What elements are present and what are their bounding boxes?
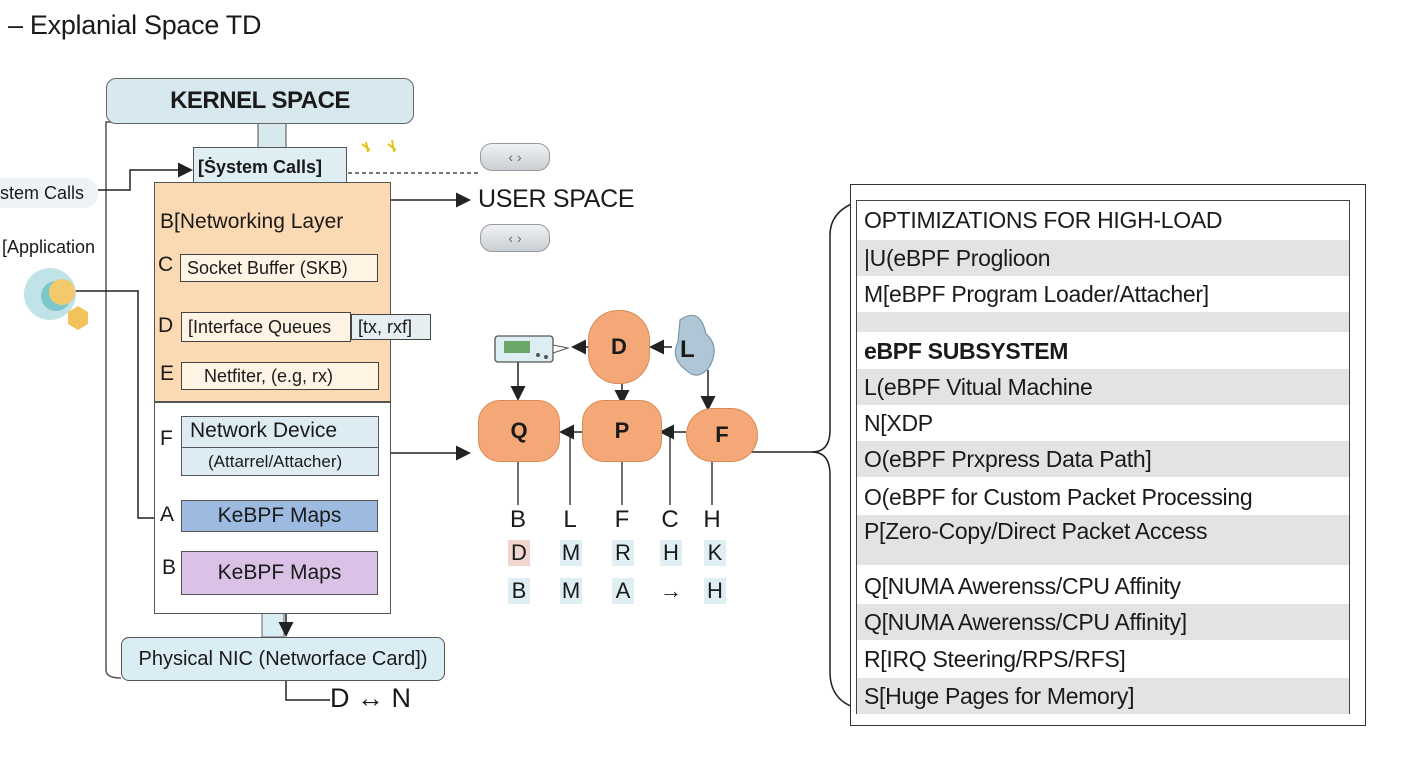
- node-p[interactable]: P: [582, 400, 662, 462]
- node-q[interactable]: Q: [478, 400, 560, 462]
- cell-r2-2: M: [560, 578, 582, 604]
- networking-layer-label: B[Networking Layer: [160, 210, 343, 234]
- chip-icon: [494, 333, 574, 365]
- cell-r1-3: R: [612, 540, 634, 566]
- network-device-box[interactable]: Network Device (Attarrel/Attacher): [181, 416, 379, 476]
- system-calls-label: [Ṡystem Calls]: [198, 157, 323, 177]
- cell-r2-5: H: [704, 578, 726, 604]
- tag-b: B: [162, 556, 177, 579]
- letter-3: F: [614, 506, 630, 533]
- user-space-label: USER SPACE: [478, 185, 635, 213]
- opt-subsystem-heading: eBPF SUBSYSTEM: [864, 337, 1069, 364]
- opt-spacer: [857, 312, 1349, 332]
- opt-row-q1[interactable]: Q[NUMA Awerenss/CPU Affinity: [864, 572, 1181, 599]
- letter-4: C: [661, 506, 679, 533]
- netfilter-box[interactable]: Netfiter, (e.g, rx): [181, 362, 379, 390]
- device-bottom[interactable]: ‹ ›: [480, 224, 550, 252]
- cell-r1-4: H: [660, 540, 682, 566]
- opt-row-n[interactable]: N[XDP: [864, 409, 933, 436]
- opt-row-o2[interactable]: O(eBPF for Custom Packet Processing: [864, 483, 1253, 510]
- interface-queues-box[interactable]: [Interface Queues: [181, 312, 351, 342]
- cell-r1-5: K: [704, 540, 726, 566]
- node-f-label: F: [715, 422, 729, 447]
- socket-buffer-box[interactable]: Socket Buffer (SKB): [180, 254, 378, 282]
- opt-header: OPTIMIZATIONS FOR HIGH-LOAD: [864, 206, 1223, 233]
- opt-row-l[interactable]: L(eBPF Vitual Machine: [857, 369, 1349, 405]
- tx-rx-box[interactable]: [tx, rxf]: [351, 314, 431, 340]
- letter-2: L: [563, 506, 577, 533]
- network-device-sub: (Attarrel/Attacher): [208, 452, 343, 471]
- d-n-label: D ↔ N: [330, 683, 411, 713]
- tag-a: A: [160, 503, 175, 526]
- node-q-label: Q: [510, 418, 528, 443]
- letter-1: B: [509, 506, 526, 533]
- tag-f: F: [160, 427, 173, 450]
- letter-5: H: [703, 506, 721, 533]
- opt-row-p[interactable]: P[Zero-Copy/Direct Packet Access: [857, 515, 1349, 565]
- cell-r1-1: D: [508, 540, 530, 566]
- opt-row-s[interactable]: S[Huge Pages for Memory]: [857, 678, 1349, 714]
- tag-c: C: [158, 253, 174, 276]
- opt-row-u[interactable]: |U(eBPF Proglioon: [857, 240, 1349, 276]
- cell-r2-4: →: [660, 578, 682, 603]
- kernel-space-header: KERNEL SPACE: [106, 78, 414, 124]
- node-f[interactable]: F: [686, 408, 758, 462]
- opt-row-r[interactable]: R[IRQ Steering/RPS/RFS]: [864, 645, 1126, 672]
- kebpf-maps-blue[interactable]: KeBPF Maps: [181, 500, 378, 532]
- node-l-shape[interactable]: [672, 312, 720, 380]
- system-calls-pill[interactable]: stem Calls: [0, 178, 98, 208]
- network-device-title: Network Device: [182, 417, 378, 448]
- networking-text: [Networking Layer: [174, 210, 344, 233]
- node-d-label: D: [611, 334, 627, 359]
- cell-r1-2: M: [560, 540, 582, 566]
- tag-e: E: [160, 362, 175, 385]
- application-label: [Application: [2, 237, 96, 257]
- node-l-label: L: [680, 336, 695, 363]
- node-d[interactable]: D: [588, 310, 650, 384]
- networking-tag: B: [160, 210, 175, 233]
- node-p-label: P: [614, 418, 630, 443]
- application-icon[interactable]: [20, 266, 96, 338]
- kebpf-maps-purple[interactable]: KeBPF Maps: [181, 551, 378, 595]
- opt-row-o1[interactable]: O(eBPF Prxpress Data Path]: [857, 441, 1349, 477]
- cell-r2-1: B: [508, 578, 530, 604]
- tag-d: D: [158, 314, 174, 337]
- page-title: – Explanial Space TD: [8, 10, 262, 40]
- opt-row-q2[interactable]: Q[NUMA Awerenss/CPU Affinity]: [857, 604, 1349, 640]
- cell-r2-3: A: [612, 578, 634, 604]
- opt-row-m[interactable]: M[eBPF Program Loader/Attacher]: [864, 280, 1209, 307]
- device-top[interactable]: ‹ ›: [480, 143, 550, 171]
- physical-nic-box[interactable]: Physical NIC (Networface Card]): [121, 637, 445, 681]
